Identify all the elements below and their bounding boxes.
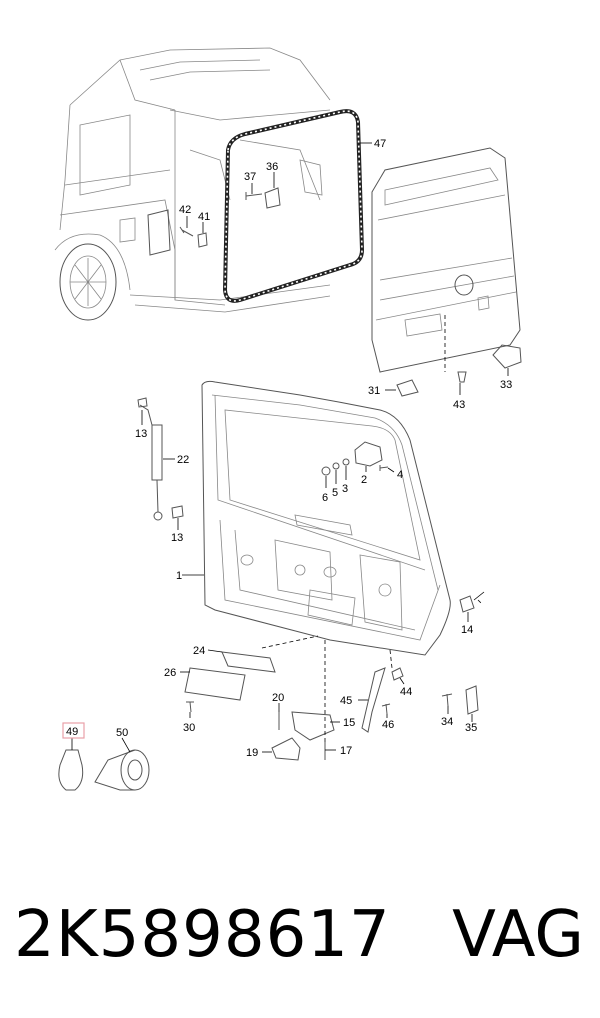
vehicle-illustration xyxy=(54,47,331,321)
bracket-19 xyxy=(271,737,301,761)
callout-19: 19 xyxy=(246,747,258,759)
callout-50: 50 xyxy=(116,727,128,739)
ball-stud-13-top xyxy=(137,397,148,408)
callout-24: 24 xyxy=(193,645,205,657)
screw-30 xyxy=(186,701,194,713)
screw-43 xyxy=(457,371,467,383)
callout-35: 35 xyxy=(465,722,477,734)
callout-2: 2 xyxy=(361,474,367,486)
callout-49-highlight xyxy=(62,722,85,739)
callout-46: 46 xyxy=(382,719,394,731)
clip-44 xyxy=(391,667,404,681)
brand-name: VAG xyxy=(452,898,584,972)
callout-3: 3 xyxy=(342,483,348,495)
buffer-14 xyxy=(459,595,475,613)
callout-14: 14 xyxy=(461,624,473,636)
tailgate-outer-illustration xyxy=(371,147,521,373)
parts-diagram: 47 36 37 42 41 31 33 43 13 22 13 1 6 5 3… xyxy=(54,47,522,791)
callout-labels: 47 36 37 42 41 31 33 43 13 22 13 1 6 5 3… xyxy=(66,138,512,759)
callout-22: 22 xyxy=(177,454,189,466)
callout-1: 1 xyxy=(176,570,182,582)
rod-45 xyxy=(361,667,386,733)
callout-33: 33 xyxy=(500,379,512,391)
lamp-33 xyxy=(492,344,522,369)
nut-6 xyxy=(321,466,331,476)
bolt-3 xyxy=(342,458,350,466)
tailgate-inner-illustration xyxy=(201,380,451,656)
callout-20: 20 xyxy=(272,692,284,704)
grease-tube-49 xyxy=(58,749,84,791)
callout-36: 36 xyxy=(266,161,278,173)
callout-45: 45 xyxy=(340,695,352,707)
tape-roll-50 xyxy=(94,749,150,791)
callout-44: 44 xyxy=(400,686,412,698)
callout-37: 37 xyxy=(244,171,256,183)
footer: 2K5898617 VAG xyxy=(0,880,600,990)
callout-6: 6 xyxy=(322,492,328,504)
washer-5 xyxy=(332,462,340,470)
callout-13-bottom: 13 xyxy=(171,532,183,544)
hinge-2 xyxy=(354,441,383,467)
switch-35 xyxy=(465,685,479,715)
screw-4 xyxy=(379,465,389,471)
screw-34 xyxy=(441,693,453,707)
screw-46 xyxy=(381,703,391,715)
clip-41 xyxy=(197,232,208,248)
callout-41: 41 xyxy=(198,211,210,223)
callout-42: 42 xyxy=(179,204,191,216)
callout-26: 26 xyxy=(164,667,176,679)
callout-15: 15 xyxy=(343,717,355,729)
callout-4: 4 xyxy=(397,469,403,481)
ball-stud-13-bottom xyxy=(171,505,184,519)
callout-31: 31 xyxy=(368,385,380,397)
door-seal-47 xyxy=(222,109,365,303)
cover-31 xyxy=(396,379,419,397)
handle-24 xyxy=(221,651,276,673)
callout-30: 30 xyxy=(183,722,195,734)
part-number: 2K5898617 xyxy=(14,898,391,972)
bolt-37 xyxy=(245,192,263,200)
callout-49: 49 xyxy=(66,726,78,738)
gas-strut-22 xyxy=(139,404,163,521)
screw-42 xyxy=(179,226,194,237)
callout-43: 43 xyxy=(453,399,465,411)
callout-5: 5 xyxy=(332,487,338,499)
striker-36 xyxy=(264,187,281,209)
callout-13-top: 13 xyxy=(135,428,147,440)
callout-47: 47 xyxy=(374,138,386,150)
lock-15 xyxy=(291,711,335,741)
callout-17: 17 xyxy=(340,745,352,757)
seal-26 xyxy=(184,667,246,701)
callout-34: 34 xyxy=(441,716,453,728)
leader-lines xyxy=(71,142,509,753)
